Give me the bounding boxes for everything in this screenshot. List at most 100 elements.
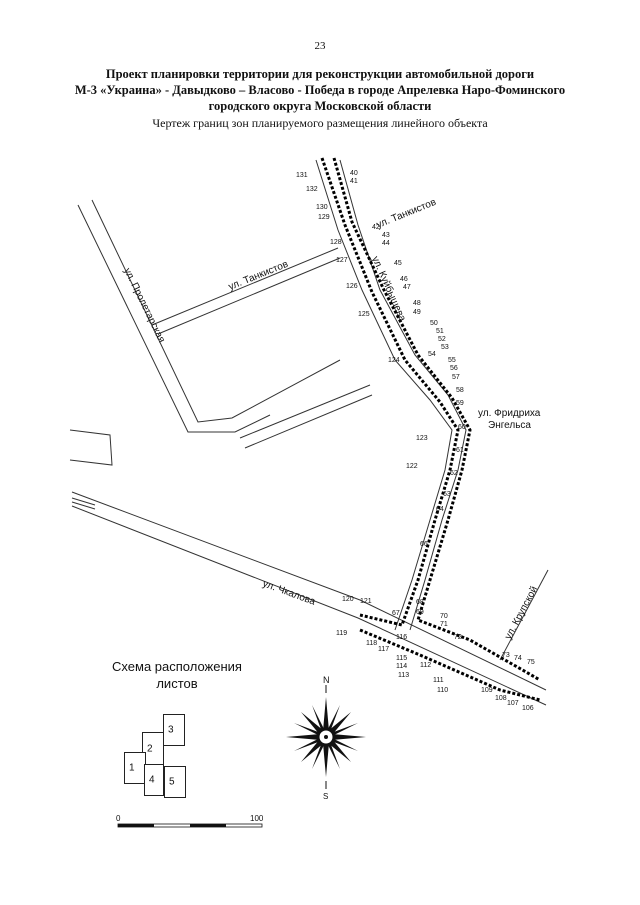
point-label: 60	[458, 424, 466, 431]
point-label: 121	[360, 598, 372, 605]
chkalova-hatch	[71, 497, 96, 510]
sheet-5: 5	[164, 766, 186, 798]
point-label: 47	[403, 284, 411, 291]
point-label: 119	[336, 630, 347, 637]
point-label: 49	[413, 309, 421, 316]
point-label: 53	[441, 344, 449, 351]
point-label: 132	[306, 186, 318, 193]
point-label: 117	[378, 646, 389, 653]
point-label: 116	[396, 634, 407, 641]
zone-boundary-bottom	[359, 628, 541, 702]
point-label: 45	[394, 260, 402, 267]
point-label: 61	[456, 447, 464, 454]
point-label: 118	[366, 640, 377, 647]
scale-bar	[117, 823, 263, 828]
point-label: 40	[350, 170, 358, 177]
point-label: 55	[448, 357, 456, 364]
point-label: 63	[443, 491, 451, 498]
tankistov-road-edge-a	[151, 247, 339, 326]
sheet-4: 4	[144, 764, 164, 796]
point-label: 72	[454, 634, 462, 641]
point-label: 130	[316, 204, 328, 211]
left-road-fragment	[69, 429, 113, 466]
sheet-3: 3	[163, 714, 185, 746]
point-label: 68	[416, 599, 424, 606]
point-label: 75	[527, 659, 535, 666]
sheet-scheme-title-line-1: Схема расположения	[112, 659, 242, 674]
point-label: 106	[522, 705, 534, 712]
point-label: 128	[330, 239, 342, 246]
point-label: 66	[420, 541, 428, 548]
point-label: 48	[413, 300, 421, 307]
point-label: 124	[388, 357, 400, 364]
point-label: 126	[346, 283, 358, 290]
title-line-2: М-3 «Украина» - Давыдково – Власово - По…	[74, 83, 566, 97]
title-line-1: Проект планировки территории для реконст…	[105, 67, 535, 81]
scale-end-label: 100	[250, 814, 264, 823]
point-label: 73	[502, 652, 510, 659]
point-label: 64	[436, 506, 444, 513]
point-label: 54	[428, 351, 436, 358]
point-label: 67	[392, 610, 400, 617]
drawing-title: Проект планировки территории для реконст…	[40, 66, 600, 114]
point-label: 113	[398, 672, 409, 679]
point-label: 58	[456, 387, 464, 394]
kuibysheva-road-edge-a	[315, 159, 453, 631]
point-label: 62	[450, 470, 458, 477]
point-label: 52	[438, 336, 446, 343]
point-label: 44	[382, 240, 390, 247]
side-road-edge-b	[244, 394, 373, 449]
street-label-tankistov-lower: ул. Танкистов	[227, 259, 290, 293]
point-label: 46	[400, 276, 408, 283]
point-label: 74	[514, 655, 522, 662]
point-label: 122	[406, 463, 418, 470]
point-label: 51	[436, 328, 444, 335]
point-label: 110	[437, 687, 448, 694]
point-label: 114	[396, 663, 407, 670]
compass-north-label: N	[323, 675, 330, 685]
title-line-3: городского округа Московской области	[208, 99, 432, 113]
point-labels: 40 41 42 43 44 45 46 47 48 49 50 51 52 5…	[296, 170, 535, 712]
chkalova-road-edge-a	[71, 491, 547, 691]
boundary-lines	[320, 157, 541, 702]
sheet-scheme-title: Схема расположения листов	[92, 658, 262, 692]
base-roads	[69, 159, 549, 706]
street-label-engels-2: Энгельса	[488, 420, 531, 431]
point-label: 123	[416, 435, 428, 442]
sheet-scheme-title-line-2: листов	[156, 676, 198, 691]
proletarskaya-road-edge-b	[91, 199, 341, 423]
compass-rose-icon: N S	[286, 675, 366, 801]
point-label: 41	[350, 178, 358, 185]
point-label: 107	[507, 700, 519, 707]
point-label: 42	[372, 224, 380, 231]
street-label-krupskoy: ул. Крупской	[503, 585, 540, 642]
point-label: 59	[456, 400, 464, 407]
street-label-engels-1: ул. Фридриха	[478, 408, 541, 419]
point-label: 71	[440, 621, 448, 628]
chkalova-road-edge-b	[71, 505, 547, 706]
point-label: 125	[358, 311, 370, 318]
point-label: 127	[336, 257, 348, 264]
point-label: 115	[396, 655, 407, 662]
street-label-tankistov-upper: ул. Танкистов	[375, 197, 438, 231]
kuibysheva-road-edge-b	[339, 159, 467, 631]
sheet-1: 1	[124, 752, 146, 784]
point-label: 109	[481, 687, 493, 694]
compass-south-label: S	[323, 792, 328, 801]
point-label: 70	[440, 613, 448, 620]
point-label: 50	[430, 320, 438, 327]
krupskoy-road-edge	[499, 569, 549, 661]
side-road-edge-a	[239, 384, 371, 439]
point-label: 43	[382, 232, 390, 239]
point-label: 69	[416, 609, 424, 616]
point-label: 111	[433, 677, 444, 684]
point-label: 57	[452, 374, 460, 381]
zone-boundary-left	[320, 157, 460, 627]
proletarskaya-road-edge-a	[77, 204, 271, 433]
page-number: 23	[314, 40, 326, 52]
scale-start-label: 0	[116, 814, 121, 823]
point-label: 131	[296, 172, 308, 179]
zone-boundary-right	[332, 157, 541, 682]
drawing-subtitle: Чертеж границ зон планируемого размещени…	[152, 116, 488, 130]
